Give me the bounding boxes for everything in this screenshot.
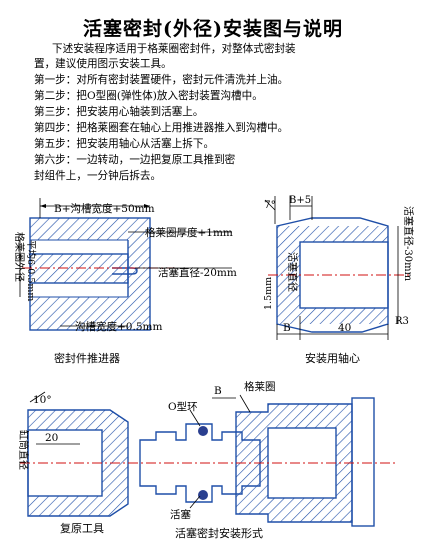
pusher-top-dim: B+沟槽宽度+50mm — [54, 202, 155, 215]
step-6: 第六步：一边转动，一边把复原工具推到密 — [34, 154, 236, 166]
mandrel-right-label: 活塞直径-30mm — [402, 206, 415, 282]
assembly-angle: 10° — [33, 394, 52, 406]
mandrel-dim-b: B — [283, 322, 291, 334]
assembly-dim-b: B — [214, 385, 222, 397]
assembly-caption-right: 活塞密封安装形式 — [175, 526, 263, 540]
step-6-continued: 封组件上，一分钟后拆去。 — [34, 170, 162, 182]
pusher-piston-label: 活塞直径-20mm — [158, 266, 237, 279]
step-3: 第三步：把安装用心轴装到活塞上。 — [34, 106, 204, 118]
step-2: 第二步：把O型圈(弹性体)放入密封装置沟槽中。 — [34, 90, 263, 102]
mandrel-dia-label: 活塞直径 — [286, 252, 299, 292]
mandrel-angle: 7° — [264, 199, 276, 211]
mandrel-caption: 安装用轴心 — [305, 351, 360, 365]
intro-line-2: 置，建议使用图示安装工具。 — [34, 58, 172, 70]
fig-seal-pusher: B+沟槽宽度+50mm 格莱圈厚度+1mm 活塞直径-20mm 沟槽宽度+0.5… — [13, 198, 237, 365]
fig-mounting-mandrel: 7° B+5 活塞直径 活塞直径-30mm B 40 R3 1.5mm 安装用轴… — [263, 195, 415, 365]
o-ring-bottom — [198, 490, 208, 500]
pusher-outer-label: 格莱圈外径 — [13, 232, 26, 282]
pusher-caption: 密封件推进器 — [54, 351, 120, 365]
mandrel-dim-left: 1.5mm — [263, 277, 274, 310]
o-ring-top — [198, 426, 208, 436]
assembly-caption-left: 复原工具 — [60, 521, 104, 535]
assembly-oring-label: O型环 — [168, 400, 198, 413]
step-1: 第一步：对所有密封装置硬件，密封元件清洗并上油。 — [34, 74, 289, 86]
step-4: 第四步：把格莱圈套在轴心上用推进器推入到沟槽中。 — [34, 122, 289, 134]
assembly-cylinder-label: 缸筒直径 — [17, 430, 30, 470]
pusher-thickness-label: 格莱圈厚度+1mm — [145, 226, 233, 239]
mandrel-dim-40: 40 — [338, 322, 351, 334]
assembly-pusher — [351, 397, 375, 527]
step-5: 第五步：把安装用轴心从活塞上拆下。 — [34, 138, 215, 150]
pusher-groove-label: 沟槽宽度+0.5mm — [75, 320, 162, 333]
assembly-piston-label: 活塞 — [170, 508, 191, 521]
mandrel-top-dim: B+5 — [289, 195, 311, 206]
fig-assembly: 10° 20 缸筒直径 O型环 B 格莱圈 活塞 复原工具 活塞密封安装形式 — [17, 380, 395, 540]
mandrel-dim-r3: R3 — [395, 316, 409, 327]
restore-tool-outline — [27, 409, 129, 517]
assembly-dim-20: 20 — [45, 432, 58, 444]
assembly-glyd-label: 格莱圈 — [244, 380, 276, 393]
intro-line-1: 下述安装程序适用于格莱圈密封件，对整体式密封装 — [52, 43, 296, 55]
pusher-flat-label: 平均6-0.5mm — [25, 240, 37, 301]
page-title: 活塞密封(外径)安装图与说明 — [83, 18, 343, 40]
